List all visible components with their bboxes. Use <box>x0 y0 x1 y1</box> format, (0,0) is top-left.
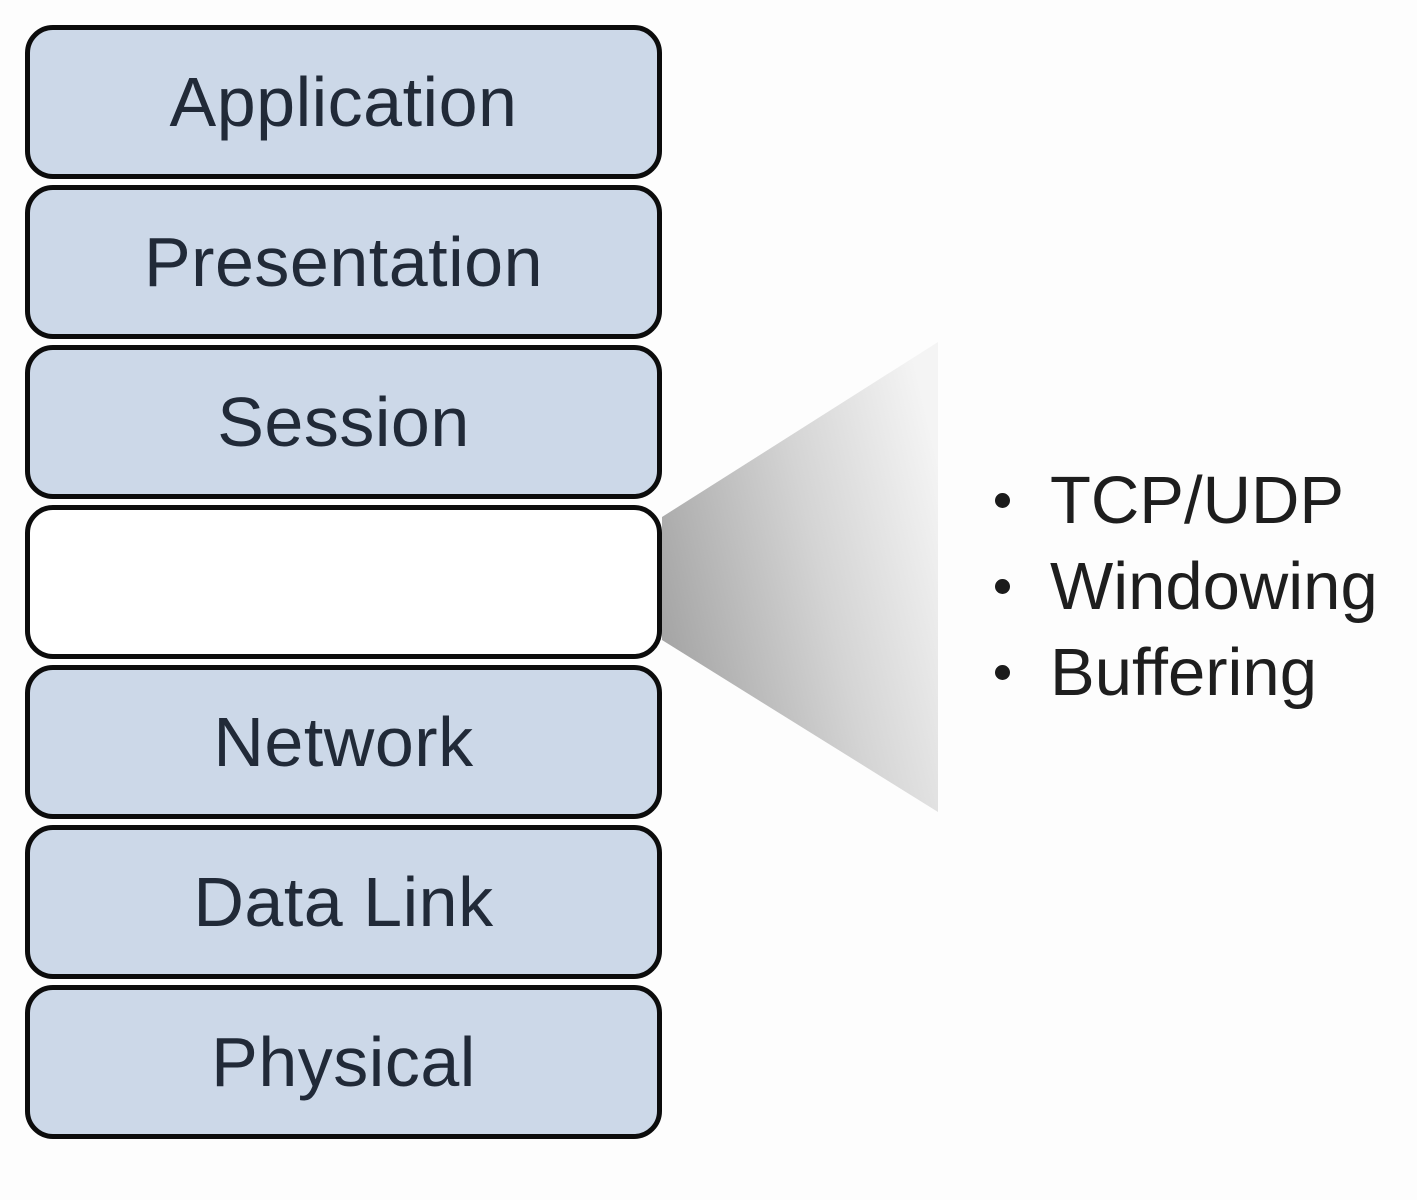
bullet-dot-icon <box>995 578 1010 594</box>
bullet-dot-icon <box>995 664 1010 680</box>
layer-data-link: Data Link <box>25 825 662 979</box>
bullet-label: TCP/UDP <box>1050 462 1345 538</box>
layer-stack: Application Presentation Session Network… <box>25 25 662 1145</box>
layer-label: Application <box>169 63 518 141</box>
layer-label: Physical <box>211 1023 476 1101</box>
cone-shape <box>662 342 938 812</box>
layer-label: Presentation <box>143 223 544 301</box>
layer-physical: Physical <box>25 985 662 1139</box>
layer-presentation: Presentation <box>25 185 662 339</box>
layer-transport-blank <box>25 505 662 659</box>
layer-label: Network <box>213 703 474 781</box>
layer-label: Data Link <box>193 863 494 941</box>
layer-session: Session <box>25 345 662 499</box>
bullet-dot-icon <box>995 492 1010 508</box>
callout-bullet-list: TCP/UDP Windowing Buffering <box>995 457 1378 715</box>
bullet-item-tcp-udp: TCP/UDP <box>995 457 1378 543</box>
bullet-item-buffering: Buffering <box>995 629 1378 715</box>
layer-application: Application <box>25 25 662 179</box>
bullet-item-windowing: Windowing <box>995 543 1378 629</box>
bullet-label: Windowing <box>1050 548 1378 624</box>
layer-label: Session <box>217 383 470 461</box>
layer-network: Network <box>25 665 662 819</box>
bullet-label: Buffering <box>1050 634 1317 710</box>
